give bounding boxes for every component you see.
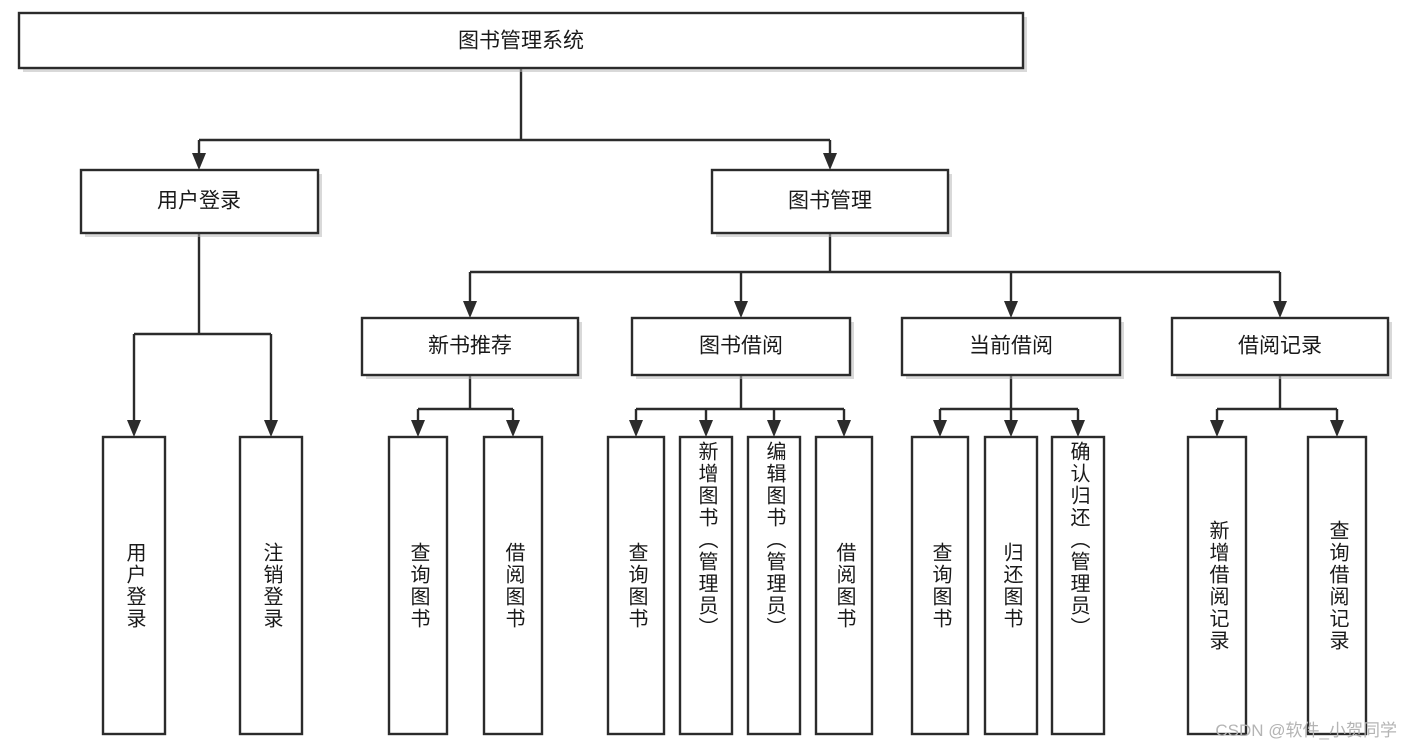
node-root-box[interactable] bbox=[17, 11, 1025, 70]
node-root[interactable]: 图书管理系统 bbox=[17, 11, 1027, 72]
leaf-box-return-book[interactable] bbox=[983, 435, 1039, 736]
leaf-box-borrow-book-1[interactable] bbox=[482, 435, 544, 736]
node-book-management[interactable]: 图书管理 bbox=[710, 168, 952, 237]
leaf-node-boxes bbox=[101, 435, 1368, 736]
node-root-label: 图书管理系统 bbox=[458, 30, 584, 53]
arrowhead-to-book-borrow bbox=[734, 301, 748, 318]
arrowhead-leaf-query-book-3 bbox=[933, 420, 947, 437]
leaf-box-add-borrow-record[interactable] bbox=[1186, 435, 1248, 736]
leaf-box-confirm-return[interactable] bbox=[1050, 435, 1106, 736]
leaf-box-borrow-book-2[interactable] bbox=[814, 435, 874, 736]
node-new-book-recommend-label: 新书推荐 bbox=[428, 335, 512, 358]
node-current-borrow[interactable]: 当前借阅 bbox=[900, 316, 1124, 379]
arrowhead-leaf-edit-book bbox=[767, 420, 781, 437]
node-book-management-box[interactable] bbox=[710, 168, 950, 235]
arrowhead-to-new-book-rec bbox=[463, 301, 477, 318]
node-borrow-record[interactable]: 借阅记录 bbox=[1170, 316, 1392, 379]
arrowhead-to-current-borrow bbox=[1004, 301, 1018, 318]
arrowhead-leaf-query-book-1 bbox=[411, 420, 425, 437]
node-current-borrow-label: 当前借阅 bbox=[969, 335, 1053, 358]
node-new-book-recommend[interactable]: 新书推荐 bbox=[360, 316, 582, 379]
leaf-box-query-borrow-record[interactable] bbox=[1306, 435, 1368, 736]
arrowhead-leaf-user-login bbox=[127, 420, 141, 437]
leaf-box-logout[interactable] bbox=[238, 435, 304, 736]
arrowhead-leaf-borrow-book-2 bbox=[837, 420, 851, 437]
node-user-login-label: 用户登录 bbox=[157, 190, 241, 213]
leaf-box-add-book[interactable] bbox=[678, 435, 734, 736]
csdn-watermark: CSDN @软件_小贺同学 bbox=[1215, 721, 1397, 740]
node-user-login-box[interactable] bbox=[79, 168, 320, 235]
leaf-box-user-login[interactable] bbox=[101, 435, 167, 736]
node-new-book-recommend-box[interactable] bbox=[360, 316, 580, 377]
node-book-borrow[interactable]: 图书借阅 bbox=[630, 316, 854, 379]
node-borrow-record-box[interactable] bbox=[1170, 316, 1390, 377]
leaf-box-edit-book[interactable] bbox=[746, 435, 802, 736]
node-user-login[interactable]: 用户登录 bbox=[79, 168, 322, 237]
arrowhead-to-user-login bbox=[192, 153, 206, 170]
node-current-borrow-box[interactable] bbox=[900, 316, 1122, 377]
node-book-borrow-label: 图书借阅 bbox=[699, 335, 783, 358]
connector-layer bbox=[127, 68, 1344, 437]
arrowhead-leaf-borrow-book-1 bbox=[506, 420, 520, 437]
arrowhead-to-book-mgmt bbox=[823, 153, 837, 170]
arrowhead-leaf-logout bbox=[264, 420, 278, 437]
node-borrow-record-label: 借阅记录 bbox=[1238, 335, 1322, 358]
arrowhead-leaf-add-borrow-record bbox=[1210, 420, 1224, 437]
leaf-box-query-book-3[interactable] bbox=[910, 435, 970, 736]
leaf-box-query-book-1[interactable] bbox=[387, 435, 449, 736]
leaf-box-query-book-2[interactable] bbox=[606, 435, 666, 736]
node-book-management-label: 图书管理 bbox=[788, 190, 872, 213]
arrowhead-leaf-query-book-2 bbox=[629, 420, 643, 437]
arrowhead-to-borrow-record bbox=[1273, 301, 1287, 318]
arrowhead-leaf-query-borrow-record bbox=[1330, 420, 1344, 437]
arrowhead-leaf-confirm-return bbox=[1071, 420, 1085, 437]
arrowhead-leaf-return-book bbox=[1004, 420, 1018, 437]
node-book-borrow-box[interactable] bbox=[630, 316, 852, 377]
arrowhead-leaf-add-book bbox=[699, 420, 713, 437]
